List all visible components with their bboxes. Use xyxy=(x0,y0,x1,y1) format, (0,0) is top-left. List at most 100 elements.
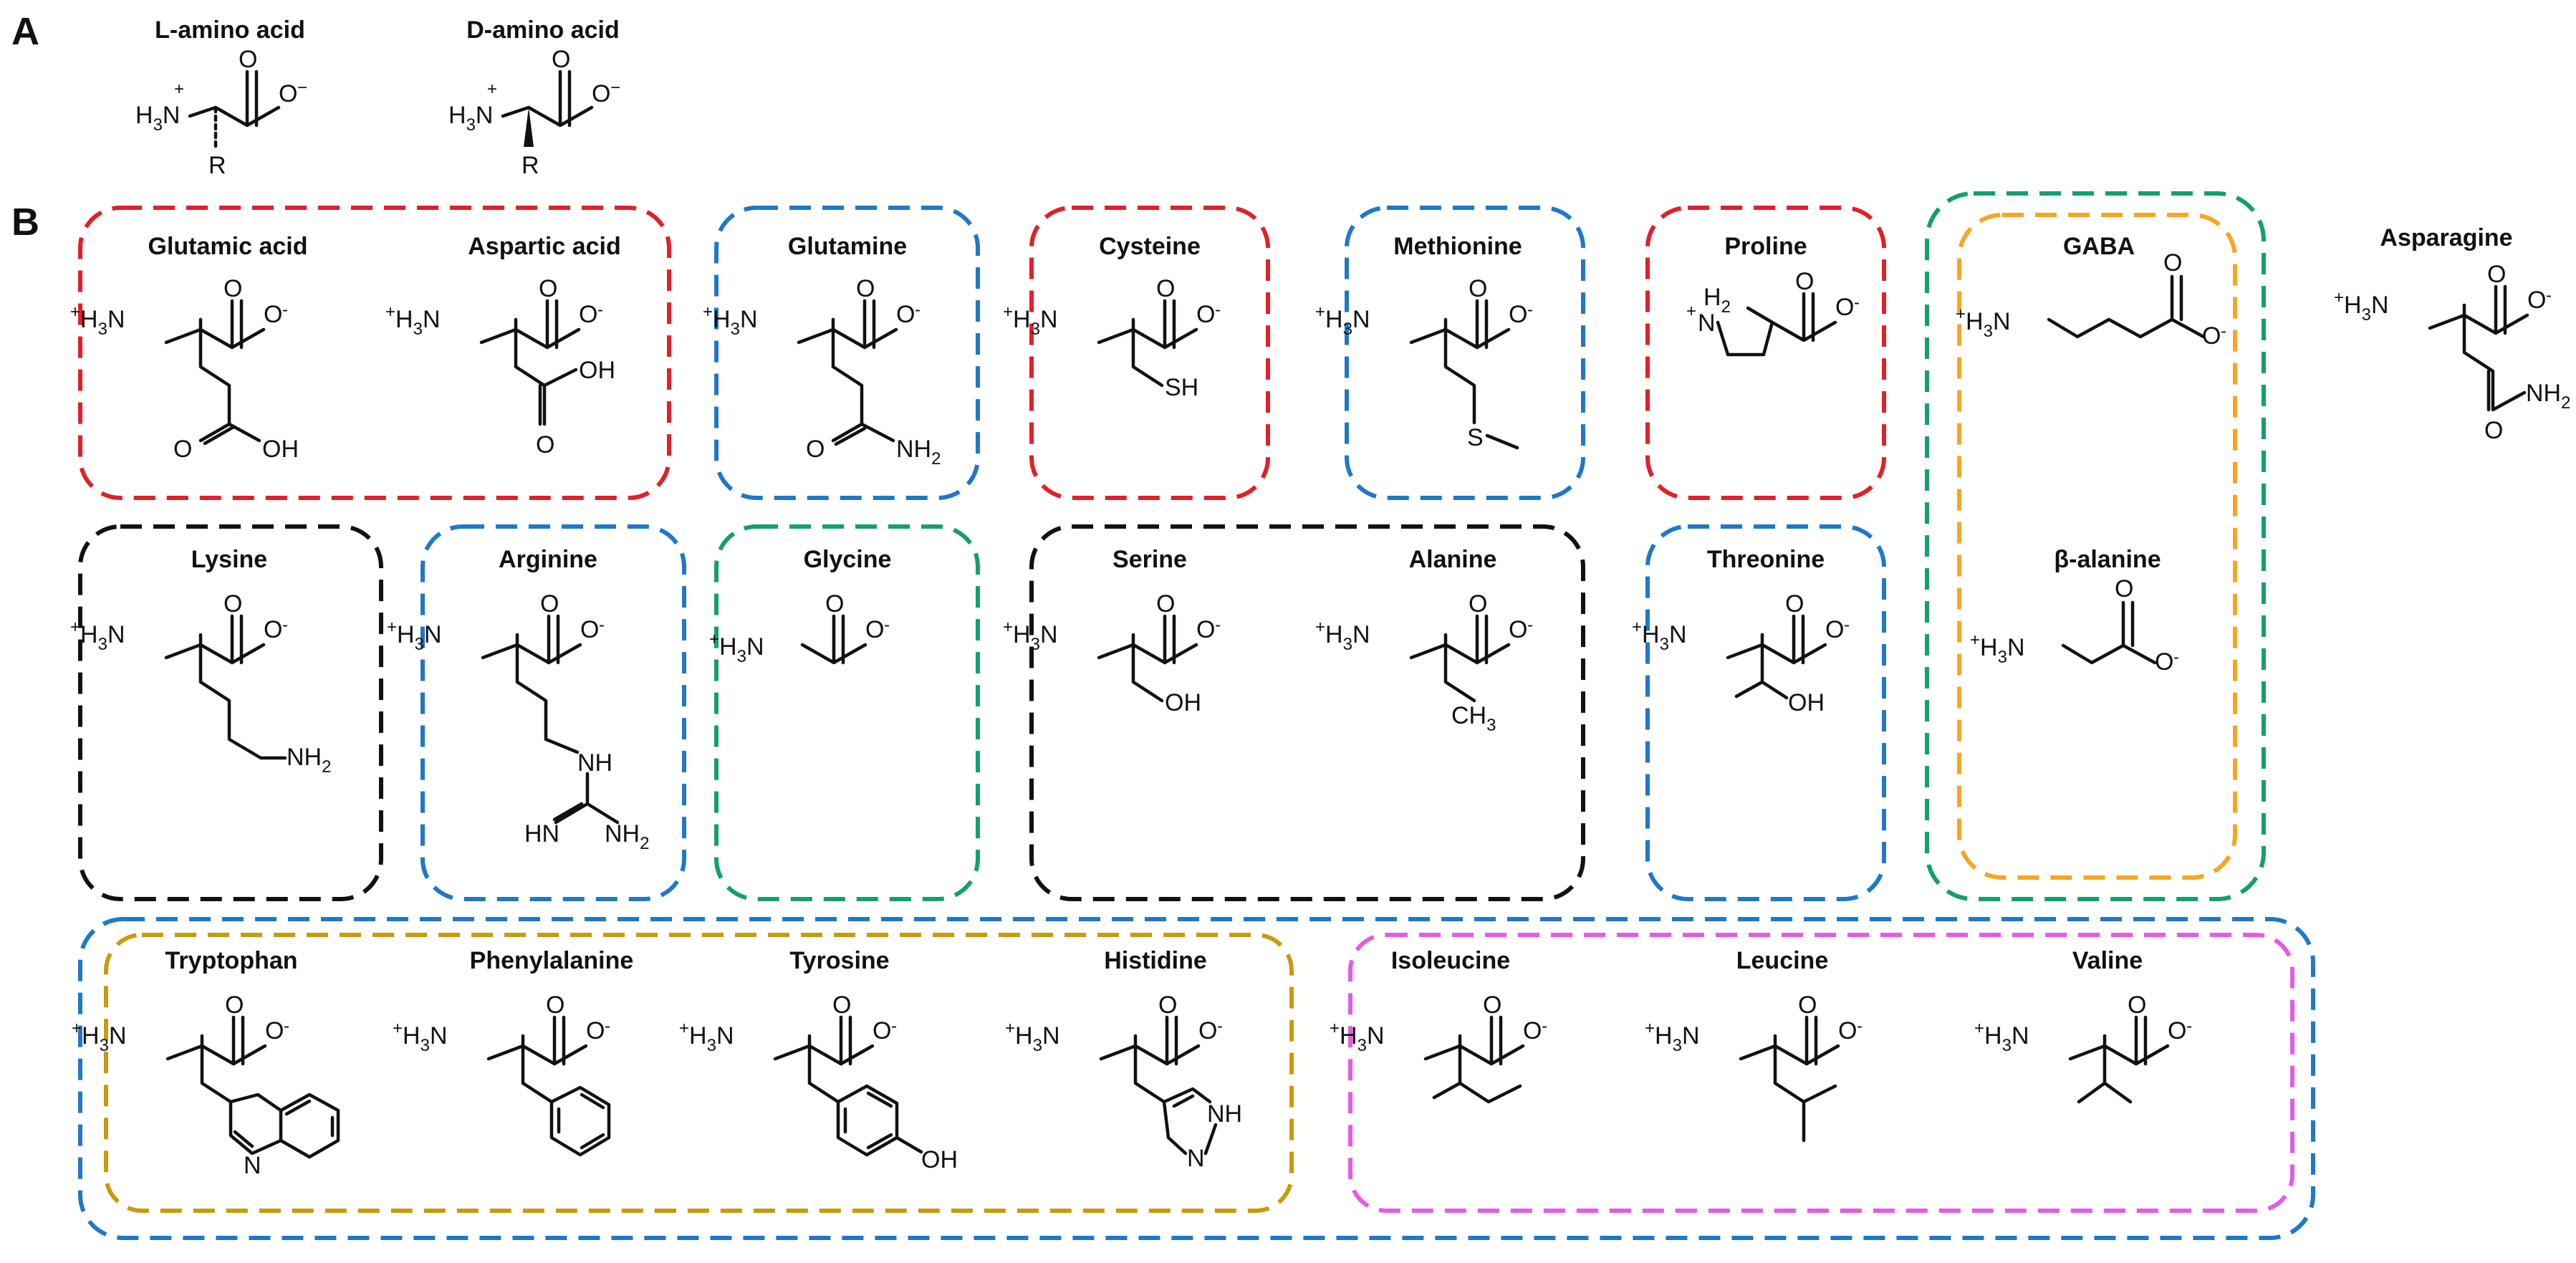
methionine-structure: S xyxy=(1315,275,1533,451)
svg-text:OH: OH xyxy=(1165,689,1201,716)
svg-text:OH: OH xyxy=(262,436,299,463)
glycine-structure: +H3N O O- xyxy=(709,590,890,666)
svg-text:-: - xyxy=(1854,293,1860,312)
svg-text:O: O xyxy=(865,616,884,643)
svg-text:NH2: NH2 xyxy=(605,820,649,853)
gaba-outer-group-box xyxy=(1925,191,2266,901)
isoleucine-structure xyxy=(1330,991,1547,1104)
svg-text:N: N xyxy=(1698,309,1716,337)
svg-text:SH: SH xyxy=(1165,374,1198,401)
threonine-structure: OH xyxy=(1632,590,1850,716)
svg-text:+: + xyxy=(174,80,184,99)
svg-text:O: O xyxy=(2484,417,2503,444)
svg-text:−: − xyxy=(610,78,620,97)
svg-text:-: - xyxy=(2173,648,2179,667)
tyrosine-label: Tyrosine xyxy=(789,947,889,974)
svg-text:O: O xyxy=(536,431,554,458)
gaba-structure: +H3N O O- xyxy=(1956,249,2226,350)
methionine-label: Methionine xyxy=(1393,233,1522,260)
svg-text:O: O xyxy=(173,436,192,463)
branched-chain-group-box xyxy=(1348,933,2294,1213)
svg-text:O: O xyxy=(552,46,570,73)
glycine-group-box xyxy=(714,524,980,901)
beta-alanine-structure: +H3N O O- xyxy=(1970,575,2179,676)
svg-text:NH2: NH2 xyxy=(287,744,331,777)
svg-text:O: O xyxy=(2163,249,2182,277)
aspartic-acid-label: Aspartic acid xyxy=(468,233,621,260)
svg-text:O: O xyxy=(279,80,297,107)
svg-text:O: O xyxy=(1835,294,1854,321)
glutamic-acid-structure: O OH xyxy=(70,275,299,463)
valine-label: Valine xyxy=(2072,947,2143,974)
svg-text:O: O xyxy=(2155,648,2173,676)
serine-label: Serine xyxy=(1112,546,1187,573)
svg-text:NH2: NH2 xyxy=(896,436,941,469)
l-amino-acid-label: L-amino acid xyxy=(155,16,305,44)
svg-text:S: S xyxy=(1467,424,1484,451)
svg-text:O: O xyxy=(1795,268,1814,295)
svg-text:O: O xyxy=(239,46,257,73)
proline-group-box xyxy=(1645,206,1886,500)
svg-text:−: − xyxy=(297,78,307,97)
svg-text:+: + xyxy=(1686,302,1696,321)
svg-text:OH: OH xyxy=(1788,689,1825,716)
methionine-group-box xyxy=(1345,206,1585,500)
tryptophan-structure: N xyxy=(72,991,340,1179)
panel-a-label: A xyxy=(11,10,39,53)
lysine-structure: NH2 xyxy=(70,590,331,777)
svg-text:NH2: NH2 xyxy=(2526,380,2570,413)
histidine-structure: NH N xyxy=(1005,991,1242,1172)
asparagine-label: Asparagine xyxy=(2380,224,2512,251)
leucine-label: Leucine xyxy=(1736,947,1828,974)
phenylalanine-label: Phenylalanine xyxy=(470,947,634,974)
svg-text:H3N: H3N xyxy=(448,102,493,135)
svg-text:-: - xyxy=(2221,322,2226,341)
acidic-group-box xyxy=(78,206,671,500)
phenylalanine-structure xyxy=(393,991,611,1157)
cysteine-structure: SH xyxy=(1003,275,1221,401)
threonine-group-box xyxy=(1645,524,1886,901)
svg-text:-: - xyxy=(884,615,890,635)
svg-text:NH: NH xyxy=(1207,1100,1242,1128)
svg-text:N: N xyxy=(244,1152,261,1179)
glutamine-structure: O NH2 xyxy=(703,275,941,469)
svg-text:O: O xyxy=(592,80,610,107)
asparagine-structure: NH2 O xyxy=(2334,261,2570,444)
threonine-label: Threonine xyxy=(1707,546,1825,573)
alanine-structure: CH3 xyxy=(1315,590,1533,735)
svg-text:NH: NH xyxy=(577,749,612,777)
svg-text:+H3N: +H3N xyxy=(1956,304,2011,341)
svg-text:+: + xyxy=(487,80,497,99)
cysteine-label: Cysteine xyxy=(1099,233,1201,260)
glutamine-group-box xyxy=(714,206,980,500)
histidine-label: Histidine xyxy=(1104,947,1207,974)
tryptophan-label: Tryptophan xyxy=(165,947,297,974)
svg-text:HN: HN xyxy=(524,820,559,847)
serine-alanine-group-box xyxy=(1029,524,1585,901)
arginine-group-box xyxy=(420,524,686,901)
alanine-label: Alanine xyxy=(1409,546,1497,573)
glutamine-label: Glutamine xyxy=(788,233,907,260)
glutamic-acid-label: Glutamic acid xyxy=(148,233,308,260)
aspartic-acid-structure: OH O xyxy=(385,275,615,458)
l-amino-acid-structure: O O − H3N + R xyxy=(135,46,307,179)
serine-structure: OH xyxy=(1003,590,1221,716)
proline-label: Proline xyxy=(1724,233,1807,260)
svg-text:N: N xyxy=(1187,1145,1205,1172)
panel-b-label: B xyxy=(11,201,39,244)
svg-text:R: R xyxy=(522,152,539,179)
lysine-group-box xyxy=(78,524,383,901)
svg-text:O: O xyxy=(806,436,825,463)
lysine-label: Lysine xyxy=(191,546,267,573)
bottom-outer-group-box xyxy=(78,917,2315,1240)
svg-text:+H3N: +H3N xyxy=(709,630,764,666)
beta-alanine-label: β-alanine xyxy=(2054,546,2161,573)
svg-text:O: O xyxy=(2202,322,2221,350)
svg-text:O: O xyxy=(2115,575,2133,602)
svg-text:OH: OH xyxy=(579,357,615,384)
svg-text:OH: OH xyxy=(921,1146,958,1173)
svg-text:CH3: CH3 xyxy=(1451,702,1496,735)
svg-text:O: O xyxy=(825,590,844,618)
glycine-label: Glycine xyxy=(804,546,892,573)
